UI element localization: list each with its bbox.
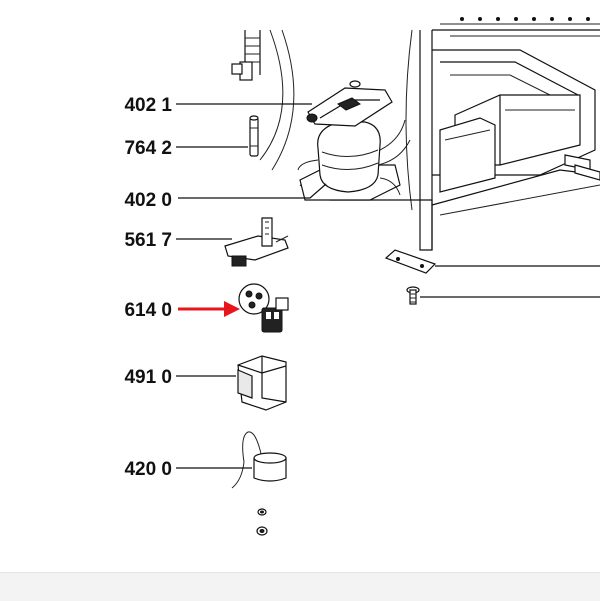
callout-label-compressor: 402 0 — [124, 190, 172, 211]
small-fastener-washer — [257, 508, 267, 516]
leader-line-4020 — [178, 183, 327, 199]
capacitor-part — [231, 431, 287, 489]
relay-cover-part — [237, 355, 287, 411]
small-fastener-nut — [256, 526, 268, 536]
top-rail-dots — [460, 17, 590, 21]
callout-label-relay-cover: 491 0 — [124, 367, 172, 388]
highlight-arrow — [178, 301, 240, 317]
callout-label-compressor-bracket: 402 1 — [124, 95, 172, 116]
starter-relay-part — [238, 283, 289, 333]
leveling-foot-plate — [384, 249, 437, 274]
callout-label-capacitor: 420 0 — [124, 459, 172, 480]
compressor-assembly — [297, 80, 411, 201]
pin-part — [249, 115, 259, 157]
callout-label-starter-relay: 614 0 — [124, 300, 172, 321]
footer-strip — [0, 572, 600, 601]
callout-label-mount-clip: 561 7 — [124, 230, 172, 251]
callout-label-pin: 764 2 — [124, 138, 172, 159]
condenser-rail — [231, 30, 261, 81]
refrigerator-cabinet — [259, 17, 600, 251]
mount-clip-part — [224, 217, 289, 267]
leveling-screw — [406, 286, 420, 305]
